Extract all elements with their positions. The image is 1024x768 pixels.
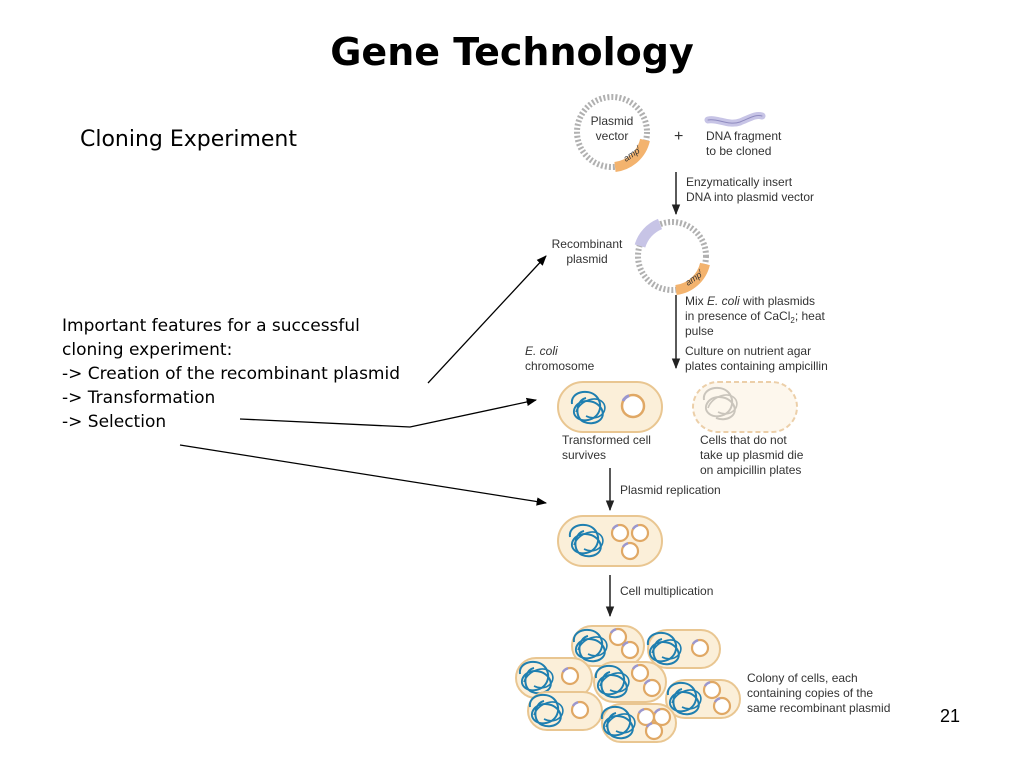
colony-label-3: same recombinant plasmid xyxy=(747,701,890,715)
pointer-arrow-transformation xyxy=(239,397,538,428)
pointer-arrow-recombinant xyxy=(427,255,547,384)
untransformed-label-3: on ampicillin plates xyxy=(700,463,801,477)
step-mix-label-1: Mix E. coli with plasmids xyxy=(685,294,815,308)
recombinant-label-2: plasmid xyxy=(566,252,607,266)
slide-title: Gene Technology xyxy=(330,30,694,74)
plasmid-vector-label-1: Plasmid xyxy=(591,114,634,128)
dna-fragment-label-2: to be cloned xyxy=(706,144,771,158)
transformed-cell xyxy=(557,381,663,433)
cell-colony xyxy=(515,625,741,743)
plus-sign: + xyxy=(674,128,683,145)
transformed-label-2: survives xyxy=(562,448,606,462)
untransformed-label-2: take up plasmid die xyxy=(700,448,804,462)
transformed-label-1: Transformed cell xyxy=(562,433,651,447)
ecoli-label-1: E. coli xyxy=(525,344,558,358)
feature-recombinant: -> Creation of the recombinant plasmid xyxy=(62,364,400,384)
step-mix-label-2: in presence of CaCl2; heat xyxy=(685,309,826,325)
step-multiplication-label: Cell multiplication xyxy=(620,584,713,598)
colony-cell xyxy=(600,703,677,743)
step-replication-label: Plasmid replication xyxy=(620,483,721,497)
colony-cell xyxy=(593,661,667,703)
colony-label-2: containing copies of the xyxy=(747,686,873,700)
feature-selection: -> Selection xyxy=(62,412,167,432)
pointer-arrow-selection xyxy=(179,444,548,506)
replicated-cell xyxy=(557,515,663,567)
dna-fragment-label-1: DNA fragment xyxy=(706,129,782,143)
slide-subtitle: Cloning Experiment xyxy=(80,127,298,152)
colony-cell xyxy=(527,691,603,731)
untransformed-cell xyxy=(692,381,798,433)
features-line: Important features for a successful xyxy=(62,316,360,336)
step-mix-label-3: pulse xyxy=(685,324,714,338)
recombinant-label-1: Recombinant xyxy=(552,237,623,251)
colony-cell xyxy=(646,629,721,669)
step-culture-label-1: Culture on nutrient agar xyxy=(685,344,811,358)
step-insert-label-1: Enzymatically insert xyxy=(686,175,793,189)
step-insert-label-2: DNA into plasmid vector xyxy=(686,190,814,204)
feature-transformation: -> Transformation xyxy=(62,388,216,408)
plasmid-vector: Plasmid vector ampr xyxy=(574,94,650,172)
page-number: 21 xyxy=(940,706,961,726)
colony-cell xyxy=(665,679,741,719)
plasmid-vector-label-2: vector xyxy=(596,129,629,143)
recombinant-plasmid: ampr xyxy=(634,218,710,295)
untransformed-label-1: Cells that do not xyxy=(700,433,787,447)
features-list: Important features for a successful clon… xyxy=(62,314,400,434)
step-culture-label-2: plates containing ampicillin xyxy=(685,359,828,373)
features-line: cloning experiment: xyxy=(62,340,233,360)
ecoli-label-2: chromosome xyxy=(525,359,595,373)
colony-label-1: Colony of cells, each xyxy=(747,671,858,685)
